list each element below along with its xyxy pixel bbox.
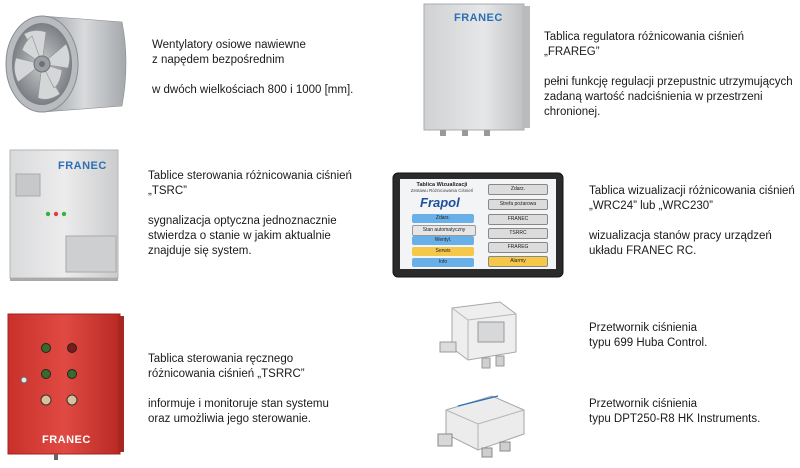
tsrrc-line-3: informuje i monitoruje stan systemu: [148, 398, 329, 410]
huba-line-2: typu 699 Huba Control.: [589, 337, 708, 349]
wrc-line-2: „WRC24” lub „WRC230”: [589, 200, 713, 212]
frareg-description: Tablica regulatora różnicowania ciśnień …: [544, 30, 800, 120]
tsrc-line-3: sygnalizacja optyczna jednoznacznie: [148, 215, 337, 227]
tsrc-cabinet-image: FRANEC: [8, 148, 122, 282]
tsrrc-description: Tablica sterowania ręcznego różnicowania…: [148, 352, 394, 427]
hmi-right-button-2[interactable]: Strefa pożarowa: [488, 199, 548, 210]
tsrc-line-2: „TSRC”: [148, 185, 187, 197]
hmi-subtitle: Zestawu Różnicowania Ciśnień: [410, 188, 474, 193]
tsrc-brand-logo: FRANEC: [58, 160, 107, 172]
hmi-left-button-5[interactable]: Info: [412, 258, 474, 267]
fan-description: Wentylatory osiowe nawiewne z napędem be…: [152, 38, 392, 98]
huba-description: Przetwornik ciśnienia typu 699 Huba Cont…: [589, 321, 800, 351]
frareg-cabinet-image: FRANEC: [422, 2, 532, 138]
frareg-line-4: chronionej.: [544, 106, 601, 118]
axial-fan-image: [2, 10, 130, 116]
frareg-line-2: pełni funkcję regulacji przepustnic utrz…: [544, 76, 793, 88]
hk-line-1: Przetwornik ciśnienia: [589, 398, 698, 410]
tsrc-line-5: znajduje się system.: [148, 245, 252, 257]
wrc-line-4: układu FRANEC RC.: [589, 245, 697, 257]
hmi-right-button-5[interactable]: FRAREG: [488, 242, 548, 253]
hmi-left-button-4[interactable]: Serwis: [412, 247, 474, 256]
tsrrc-line-2: różnicowania ciśnień „TSRRC”: [148, 368, 305, 380]
tsrrc-line-1: Tablica sterowania ręcznego: [148, 353, 294, 365]
tsrrc-brand-logo: FRANEC: [42, 434, 91, 446]
hmi-left-button-3[interactable]: Wentyl.: [412, 236, 474, 245]
frareg-brand-logo: FRANEC: [454, 12, 503, 24]
hmi-left-button-2[interactable]: Stan automatyczny: [412, 225, 476, 236]
hmi-right-button-3[interactable]: FRANEC: [488, 214, 548, 225]
tsrrc-red-cabinet-image: FRANEC: [6, 310, 126, 463]
hmi-title: Tablica Wizualizacji: [416, 182, 468, 188]
hmi-right-button-4[interactable]: TSRRC: [488, 228, 548, 239]
hmi-right-button-6[interactable]: Alarmy: [488, 256, 548, 267]
frareg-line-3: zadaną wartość nadciśnienia w przestrzen…: [544, 91, 763, 103]
fan-line-1: Wentylatory osiowe nawiewne: [152, 39, 306, 51]
fan-line-2: z napędem bezpośrednim: [152, 54, 285, 66]
frareg-line-1: Tablica regulatora różnicowania ciśnień …: [544, 31, 745, 58]
huba-transmitter-image: [438, 298, 522, 372]
tsrc-line-1: Tablice sterowania różnicowania ciśnień: [148, 170, 352, 182]
hmi-right-button-1[interactable]: Zdarz.: [488, 184, 548, 195]
huba-line-1: Przetwornik ciśnienia: [589, 322, 698, 334]
tsrc-line-4: stwierdza o stanie w jakim aktualnie: [148, 230, 331, 242]
tsrc-description: Tablice sterowania różnicowania ciśnień …: [148, 169, 394, 259]
hmi-logo: Frapol: [420, 195, 460, 210]
hk-line-2: typu DPT250-R8 HK Instruments.: [589, 413, 761, 425]
tsrrc-line-4: oraz umożliwia jego sterowanie.: [148, 413, 311, 425]
hk-transmitter-image: [436, 388, 530, 460]
wrc-touch-panel-image: Tablica Wizualizacji Zestawu Różnicowani…: [392, 172, 564, 280]
wrc-line-3: wizualizacja stanów pracy urządzeń: [589, 230, 772, 242]
wrc-description: Tablica wizualizacji różnicowania ciśnie…: [589, 184, 800, 259]
wrc-line-1: Tablica wizualizacji różnicowania ciśnie…: [589, 185, 795, 197]
hk-description: Przetwornik ciśnienia typu DPT250-R8 HK …: [589, 397, 800, 427]
fan-line-3: w dwóch wielkościach 800 i 1000 [mm].: [152, 84, 354, 96]
hmi-left-button-1[interactable]: Zdarz.: [412, 214, 474, 223]
